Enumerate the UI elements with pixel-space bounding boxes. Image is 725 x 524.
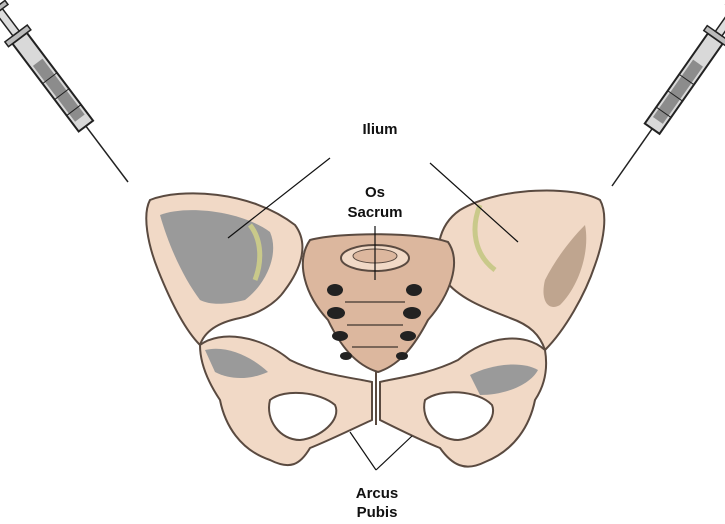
sacrum-label-line2: Sacrum bbox=[330, 203, 420, 222]
syringe-icon-right bbox=[601, 0, 725, 194]
pubis-label-line1: Arcus bbox=[337, 484, 417, 503]
sacrum-label-line1: Os bbox=[335, 183, 415, 202]
ilium-label: Ilium bbox=[340, 120, 420, 139]
syringe-icon-left bbox=[0, 0, 139, 190]
pubis-pointer-left bbox=[350, 432, 376, 470]
pubis-pointer-right bbox=[376, 436, 412, 470]
pubis-label-line2: Pubis bbox=[337, 503, 417, 522]
